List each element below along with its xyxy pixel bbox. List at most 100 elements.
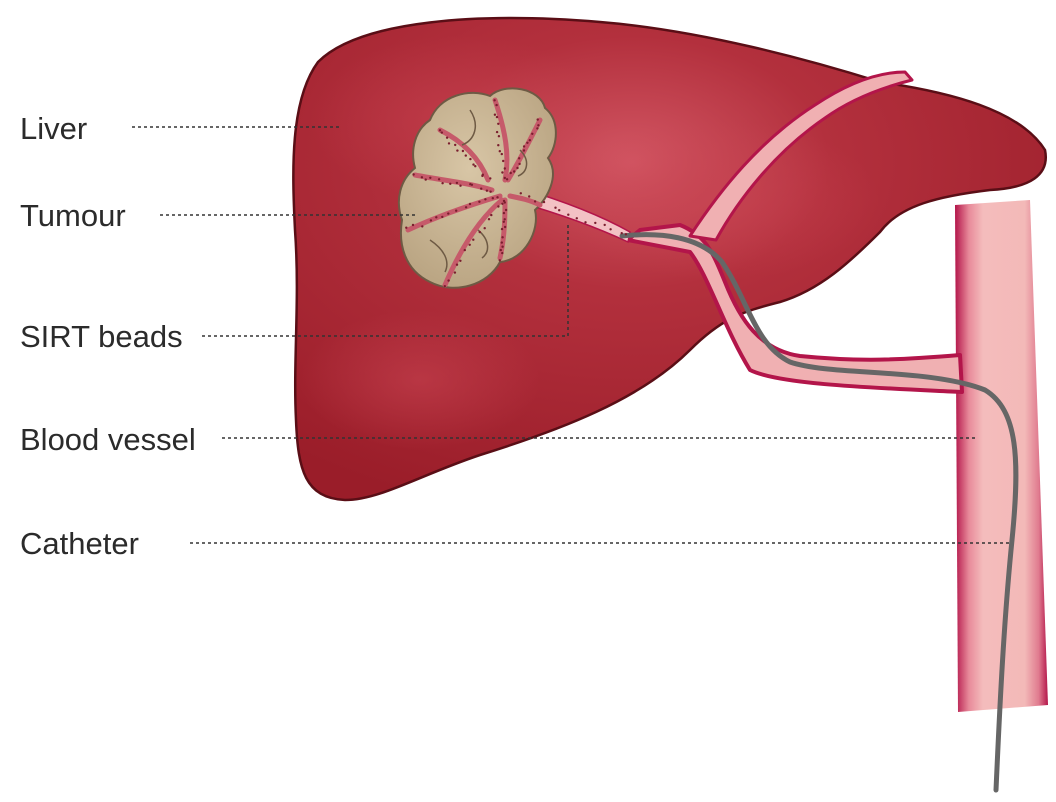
bead-dot xyxy=(421,176,423,178)
bead-dot xyxy=(498,135,500,137)
bead-dot xyxy=(441,216,443,218)
bead-dot xyxy=(472,163,474,165)
bead-dot xyxy=(518,157,520,159)
bead-dot xyxy=(494,114,496,116)
bead-dot xyxy=(499,259,501,261)
bead-dot xyxy=(412,224,414,226)
bead-dot xyxy=(567,214,569,216)
bead-dot xyxy=(529,139,531,141)
bead-dot xyxy=(430,219,432,221)
bead-dot xyxy=(609,228,611,230)
bead-dot xyxy=(505,209,507,211)
bead-dot xyxy=(501,241,503,243)
bead-dot xyxy=(496,131,498,133)
bead-dot xyxy=(469,203,471,205)
bead-dot xyxy=(604,224,606,226)
bead-dot xyxy=(497,144,499,146)
bead-dot xyxy=(503,212,505,214)
bead-dot xyxy=(501,153,503,155)
bead-dot xyxy=(504,177,506,179)
label-blood-vessel: Blood vessel xyxy=(20,424,196,455)
bead-dot xyxy=(490,214,492,216)
bead-dot xyxy=(492,197,494,199)
bead-dot xyxy=(501,246,503,248)
bead-dot xyxy=(454,144,456,146)
bead-dot xyxy=(472,239,474,241)
bead-dot xyxy=(501,252,503,254)
bead-dot xyxy=(584,221,586,223)
bead-dot xyxy=(513,170,515,172)
liver-highlight xyxy=(300,310,540,450)
bead-dot xyxy=(502,160,504,162)
bead-dot xyxy=(543,201,545,203)
bead-dot xyxy=(479,231,481,233)
label-tumour: Tumour xyxy=(20,200,126,231)
bead-dot xyxy=(489,177,491,179)
bead-dot xyxy=(526,142,528,144)
bead-dot xyxy=(405,227,407,229)
bead-dot xyxy=(448,142,450,144)
bead-dot xyxy=(488,218,490,220)
bead-dot xyxy=(456,149,458,151)
bead-dot xyxy=(516,167,518,169)
bead-dot xyxy=(496,116,498,118)
bead-dot xyxy=(455,210,457,212)
bead-dot xyxy=(474,165,476,167)
bead-dot xyxy=(503,221,505,223)
label-catheter: Catheter xyxy=(20,528,139,559)
bead-dot xyxy=(501,236,503,238)
bead-dot xyxy=(444,285,446,287)
bead-dot xyxy=(439,129,441,131)
bead-dot xyxy=(469,158,471,160)
bead-dot xyxy=(504,167,506,169)
bead-dot xyxy=(456,182,458,184)
bead-dot xyxy=(465,154,467,156)
bead-dot xyxy=(523,145,525,147)
bead-dot xyxy=(504,218,506,220)
bead-dot xyxy=(536,127,538,129)
bead-dot xyxy=(504,226,506,228)
bead-dot xyxy=(441,131,443,133)
bead-dot xyxy=(421,225,423,227)
bead-dot xyxy=(497,123,499,125)
bead-dot xyxy=(484,227,486,229)
bead-dot xyxy=(506,178,508,180)
label-sirt-beads: SIRT beads xyxy=(20,321,183,352)
bead-dot xyxy=(537,118,539,120)
bead-dot xyxy=(438,178,440,180)
bead-dot xyxy=(523,149,525,151)
bead-dot xyxy=(510,172,512,174)
bead-dot xyxy=(495,104,497,106)
bead-dot xyxy=(518,163,520,165)
bead-dot xyxy=(469,244,471,246)
bead-dot xyxy=(481,175,483,177)
bead-dot xyxy=(449,183,451,185)
bead-dot xyxy=(459,185,461,187)
bead-dot xyxy=(625,233,627,235)
bead-dot xyxy=(435,216,437,218)
bead-dot xyxy=(425,178,427,180)
bead-dot xyxy=(501,203,503,205)
blood-vessel-trunk xyxy=(955,200,1048,712)
bead-dot xyxy=(520,192,522,194)
bead-dot xyxy=(429,177,431,179)
bead-dot xyxy=(446,137,448,139)
bead-dot xyxy=(493,99,495,101)
bead-dot xyxy=(486,190,488,192)
bead-dot xyxy=(594,222,596,224)
bead-dot xyxy=(500,249,502,251)
bead-dot xyxy=(462,150,464,152)
label-liver: Liver xyxy=(20,113,87,144)
bead-dot xyxy=(489,191,491,193)
bead-dot xyxy=(447,279,449,281)
bead-dot xyxy=(412,173,414,175)
bead-dot xyxy=(576,217,578,219)
bead-dot xyxy=(496,196,498,198)
bead-dot xyxy=(528,195,530,197)
bead-dot xyxy=(465,206,467,208)
bead-dot xyxy=(456,264,458,266)
bead-dot xyxy=(484,198,486,200)
bead-dot xyxy=(501,171,503,173)
